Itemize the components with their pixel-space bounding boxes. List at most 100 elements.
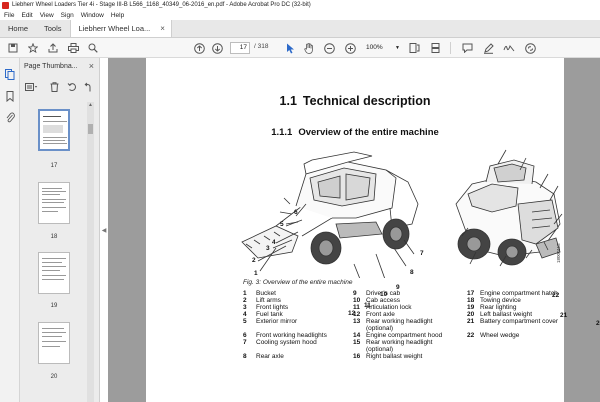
legend-text: Exterior mirror [256, 318, 298, 325]
tab-tools[interactable]: Tools [44, 24, 62, 33]
subsection-title: Overview of the entire machine [298, 127, 439, 138]
legend-text: Left ballast weight [480, 311, 533, 318]
scrolling-mode-button[interactable] [428, 41, 442, 55]
callout-label: 1 [254, 270, 258, 277]
plus-circle-icon [344, 42, 356, 54]
legend-number: 19 [467, 304, 475, 311]
page-display-button[interactable] [407, 41, 421, 55]
page-count: / 318 [254, 43, 269, 50]
select-tool-button[interactable] [284, 41, 296, 55]
options-menu-icon [24, 83, 37, 91]
section-title: Technical description [302, 94, 431, 108]
legend-number: 13 [353, 318, 361, 325]
menu-help[interactable]: Help [110, 11, 125, 19]
zoom-dropdown[interactable]: 100% ▼ [366, 42, 402, 54]
thumbnail-page-17[interactable] [38, 109, 70, 151]
thumbnail-line [42, 270, 60, 271]
thumbnail-scrollbar[interactable]: ▲ [87, 102, 94, 402]
tab-document[interactable]: Liebherr Wheel Loa... × [69, 20, 172, 37]
navigation-rail [0, 58, 20, 402]
undo-button[interactable] [82, 81, 94, 93]
bookmarks-toggle[interactable] [4, 90, 16, 102]
comment-button[interactable] [460, 41, 474, 55]
title-bar: Liebherr Wheel Loaders Tier 4i - Stage I… [0, 0, 600, 10]
legend-text: Rear working headlight [366, 318, 433, 325]
share-link-button[interactable] [523, 41, 537, 55]
thumbnail-page-20[interactable] [38, 322, 70, 364]
zoom-in-button[interactable] [343, 41, 357, 55]
legend-number: 7 [243, 339, 247, 346]
thumbnail-line [42, 328, 64, 329]
highlight-button[interactable] [481, 41, 495, 55]
menu-file[interactable]: File [4, 11, 15, 19]
legend-text: Cab access [366, 297, 400, 304]
menu-window[interactable]: Window [80, 11, 104, 19]
upload-button[interactable] [46, 41, 60, 55]
link-icon [524, 42, 536, 54]
legend-text: Lift arms [256, 297, 281, 304]
hand-tool-button[interactable] [302, 41, 316, 55]
undo-arrow-icon [84, 82, 90, 92]
thumbnail-label: 18 [50, 234, 58, 240]
callout-label: 10 [380, 291, 388, 298]
legend-text: Driver's cab [366, 290, 401, 297]
thumbnail-list: 17 18 19 [20, 102, 88, 402]
close-tab-icon[interactable]: × [160, 24, 165, 33]
delete-page-button[interactable] [48, 81, 60, 93]
attachments-toggle[interactable] [4, 111, 16, 123]
thumbnail-line [42, 211, 58, 212]
search-button[interactable] [86, 41, 100, 55]
upload-icon [48, 43, 58, 53]
zoom-out-button[interactable] [322, 41, 336, 55]
tab-document-label: Liebherr Wheel Loa... [78, 24, 151, 33]
cursor-arrow-icon [286, 43, 294, 53]
thumbnail-line [42, 336, 62, 337]
thumbnail-options-button[interactable] [24, 81, 38, 93]
page-thumbnails-toggle[interactable] [4, 68, 16, 80]
page-number-input[interactable]: 17 [230, 42, 250, 54]
legend-text: Fuel tank [256, 311, 283, 318]
sign-button[interactable] [502, 41, 516, 55]
tab-home[interactable]: Home [8, 24, 29, 33]
print-button[interactable] [66, 41, 80, 55]
thumbnail-page-18[interactable] [38, 182, 70, 224]
thumbnail-panel: Page Thumbna... × [20, 58, 100, 402]
next-page-button[interactable] [210, 41, 224, 55]
legend-number: 5 [243, 318, 247, 325]
bookmark-star-button[interactable] [26, 41, 40, 55]
menu-edit[interactable]: Edit [21, 11, 33, 19]
figure-caption: Fig. 3: Overview of the entire machine [243, 279, 353, 286]
close-panel-icon[interactable]: × [88, 61, 94, 71]
legend-number: 1 [243, 290, 247, 297]
thumbnail-label: 20 [50, 374, 58, 380]
save-button[interactable] [6, 41, 20, 55]
collapse-panel-handle[interactable]: ◀ [100, 215, 108, 245]
scrollbar-thumb[interactable] [88, 124, 93, 134]
toolbar-divider [450, 42, 451, 54]
thumbnail-line [42, 194, 60, 195]
thumbnail-line [42, 188, 62, 189]
prev-page-button[interactable] [192, 41, 206, 55]
legend-number: 8 [243, 353, 247, 360]
tab-bar: Home Tools Liebherr Wheel Loa... × [0, 20, 600, 38]
legend-number: 4 [243, 311, 247, 318]
menu-sign[interactable]: Sign [60, 11, 74, 19]
star-icon [28, 43, 38, 53]
hand-icon [304, 42, 313, 54]
rotate-page-button[interactable] [66, 81, 78, 93]
trash-icon [50, 82, 58, 92]
scroll-up-icon[interactable]: ▲ [88, 102, 93, 108]
thumbnail-page-19[interactable] [38, 252, 70, 294]
legend-number: 20 [467, 311, 475, 318]
legend-item: 5 Exterior mirror [243, 318, 297, 325]
menu-view[interactable]: View [39, 11, 54, 19]
thumbnail-label: 17 [50, 163, 58, 169]
thumbnail-line [42, 341, 66, 342]
legend-number: 6 [243, 332, 247, 339]
